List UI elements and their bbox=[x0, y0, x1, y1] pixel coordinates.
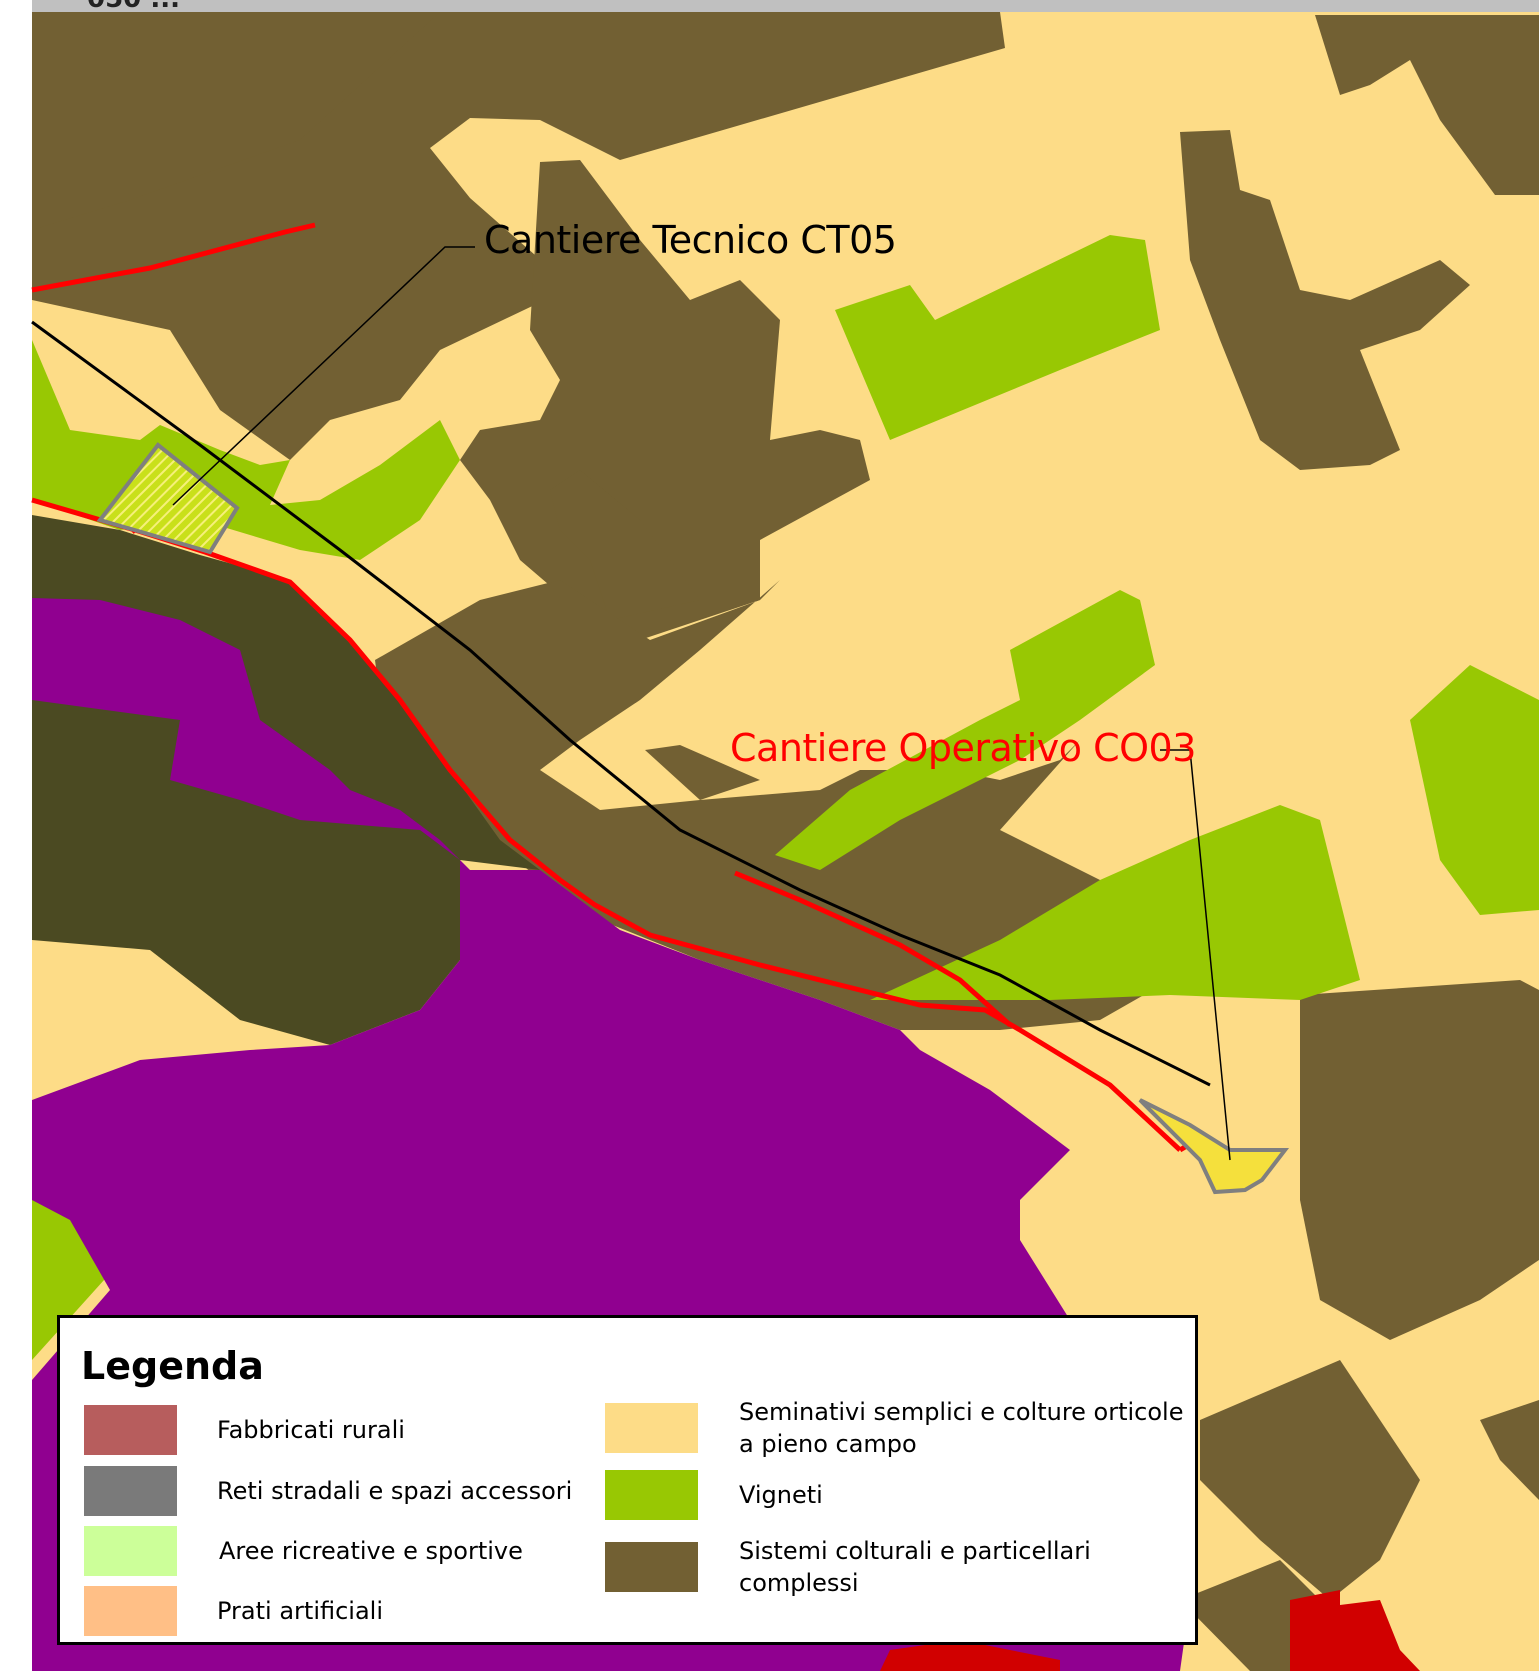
route-line-segment bbox=[734, 870, 1012, 1027]
route-line-upper bbox=[31, 222, 316, 293]
legend-label: Vigneti bbox=[739, 1481, 823, 1509]
legend-swatch bbox=[84, 1466, 177, 1516]
fabbricati-areas bbox=[880, 1590, 1420, 1671]
legend-swatch bbox=[84, 1586, 177, 1636]
legend-label: Reti stradali e spazi accessori bbox=[217, 1477, 573, 1505]
legend-swatch bbox=[84, 1526, 177, 1576]
legend-label: Fabbricati rurali bbox=[217, 1416, 405, 1444]
legend-item-prati-artificiali: Prati artificiali bbox=[84, 1586, 383, 1636]
route-line bbox=[31, 497, 1182, 1152]
legend-title: Legenda bbox=[81, 1344, 264, 1388]
label-cantiere-tecnico: Cantiere Tecnico CT05 bbox=[484, 218, 897, 262]
top-strip: 050 ... bbox=[32, 0, 1539, 14]
legend-label: Sistemi colturali e particellari comples… bbox=[739, 1537, 1091, 1597]
legend-item-fabbricati-rurali: Fabbricati rurali bbox=[84, 1405, 405, 1455]
legend: Legenda Fabbricati rurali Reti stradali … bbox=[57, 1315, 1198, 1645]
leader-co03 bbox=[1160, 749, 1231, 1161]
legend-item-sistemi-colturali: Sistemi colturali e particellari comples… bbox=[605, 1535, 1195, 1599]
railway-line bbox=[31, 320, 1211, 1087]
site-co03 bbox=[1138, 1098, 1290, 1195]
legend-swatch bbox=[605, 1403, 698, 1453]
legend-label: Aree ricreative e sportive bbox=[219, 1537, 523, 1565]
legend-swatch bbox=[605, 1542, 698, 1592]
leader-ct05 bbox=[172, 246, 475, 506]
legend-item-reti-stradali: Reti stradali e spazi accessori bbox=[84, 1466, 572, 1516]
site-ct05 bbox=[96, 442, 240, 555]
legend-item-vigneti: Vigneti bbox=[605, 1470, 823, 1520]
header-text: 050 ... bbox=[87, 0, 180, 14]
page-margin bbox=[0, 0, 32, 1671]
legend-swatch bbox=[84, 1405, 177, 1455]
sistemi-colturali-areas bbox=[32, 12, 1539, 1671]
legend-swatch bbox=[605, 1470, 698, 1520]
legend-item-seminativi: Seminativi semplici e colture orticole a… bbox=[605, 1398, 1189, 1460]
label-cantiere-operativo: Cantiere Operativo CO03 bbox=[730, 726, 1196, 770]
legend-label: Seminativi semplici e colture orticole a… bbox=[739, 1398, 1184, 1458]
legend-item-aree-ricreative: Aree ricreative e sportive bbox=[84, 1526, 523, 1576]
legend-label: Prati artificiali bbox=[217, 1597, 384, 1625]
